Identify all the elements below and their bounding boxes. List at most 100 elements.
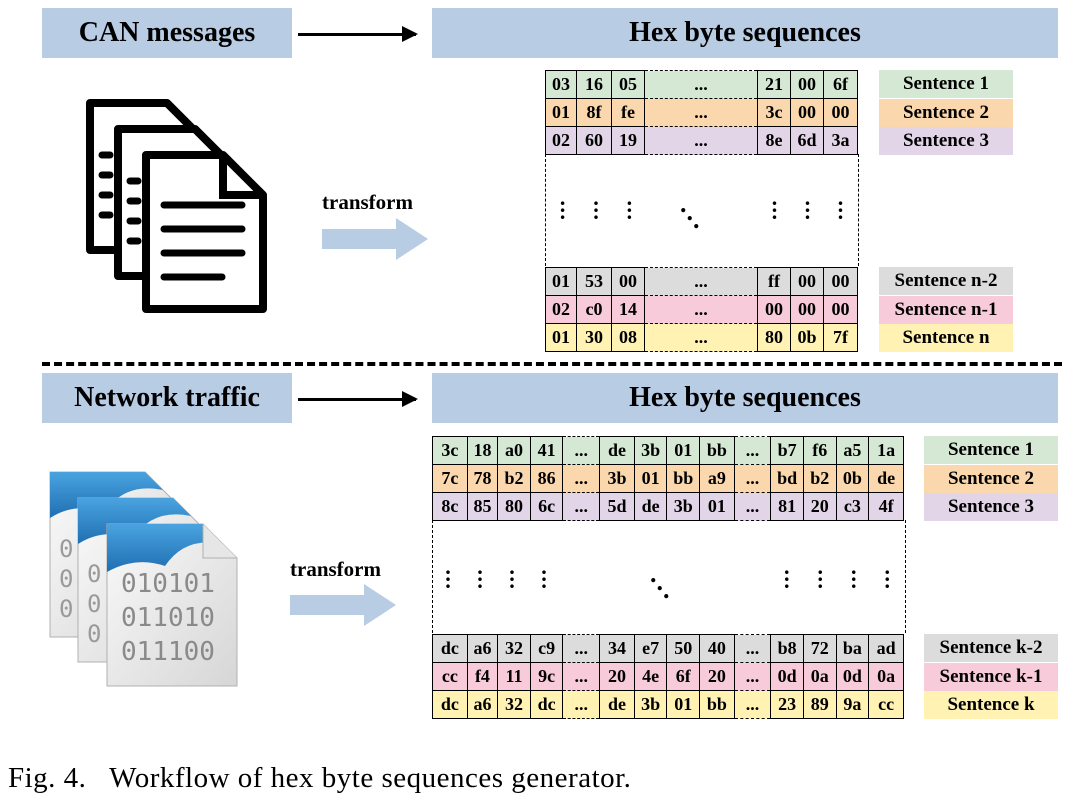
hex-byte-cell: b8 — [770, 634, 804, 663]
hex-byte-cell: a9 — [699, 464, 735, 493]
hex-byte-cell: de — [599, 690, 635, 719]
ellipsis-cell: ... — [562, 436, 601, 465]
hex-byte-cell: 3c — [432, 436, 468, 465]
can-vdots-left: ......... — [559, 185, 633, 224]
hex-byte-cell: 0b — [790, 323, 824, 352]
sentence-label: Sentence n-1 — [879, 295, 1013, 324]
hex-byte-cell: c0 — [576, 295, 612, 324]
hex-byte-cell: 8e — [757, 126, 791, 155]
hex-byte-cell: b2 — [802, 464, 837, 493]
hex-byte-cell: 6f — [666, 662, 701, 691]
hex-byte-cell: 08 — [611, 323, 645, 352]
network-hex-grid-middle — [432, 520, 906, 633]
hex-byte-cell: 01 — [545, 323, 577, 352]
hex-byte-cell: 19 — [611, 126, 645, 155]
hex-byte-cell: 0a — [802, 662, 837, 691]
hex-byte-cell: c9 — [529, 634, 564, 663]
hex-byte-cell: bb — [699, 436, 735, 465]
hex-byte-cell: dc — [432, 690, 468, 719]
hex-byte-cell: 0b — [835, 464, 870, 493]
hex-byte-cell: dc — [529, 690, 564, 719]
bottom-header-arrow — [298, 391, 418, 407]
hex-byte-cell: ad — [868, 634, 904, 663]
network-traffic-header: Network traffic — [42, 373, 292, 423]
hex-byte-cell: f6 — [802, 436, 837, 465]
hex-byte-cell: 3b — [633, 436, 668, 465]
hex-byte-cell: 4f — [868, 492, 904, 521]
hex-byte-cell: bd — [770, 464, 804, 493]
hex-byte-cell: 20 — [599, 662, 635, 691]
hex-byte-cell: 60 — [576, 126, 612, 155]
hex-byte-cell: 9a — [835, 690, 870, 719]
hex-byte-cell: 6d — [790, 126, 824, 155]
ellipsis-cell: ... — [733, 492, 772, 521]
hex-byte-cell: 14 — [611, 295, 645, 324]
ellipsis-cell: ... — [644, 98, 758, 127]
hex-byte-cell: b2 — [497, 464, 531, 493]
ellipsis-cell: ... — [562, 464, 601, 493]
network-diagonal-dots: . . . — [650, 559, 670, 604]
ellipsis-cell: ... — [644, 126, 758, 155]
sentence-label: Sentence 3 — [924, 493, 1058, 521]
hex-byte-cell: 7f — [823, 323, 858, 352]
sentence-label: Sentence 2 — [924, 464, 1058, 493]
hex-byte-cell: 7c — [432, 464, 468, 493]
bottom-transform-label: transform — [290, 557, 381, 581]
hex-byte-cell: 9c — [529, 662, 564, 691]
sentence-label: Sentence 2 — [879, 98, 1013, 127]
top-header-arrow — [298, 26, 418, 42]
sentence-label: Sentence 1 — [924, 436, 1058, 464]
hex-byte-cell: e7 — [633, 634, 668, 663]
hex-byte-cell: 3a — [823, 126, 858, 155]
hex-byte-cell: a6 — [466, 690, 499, 719]
documents-icon — [86, 99, 267, 313]
hex-byte-cell: 00 — [790, 98, 824, 127]
hex-byte-cell: 00 — [823, 267, 858, 296]
hex-byte-cell: f4 — [466, 662, 499, 691]
hex-byte-cell: bb — [699, 690, 735, 719]
hex-byte-cell: 00 — [790, 70, 824, 99]
hex-byte-cell: cc — [868, 690, 904, 719]
hex-byte-cell: 00 — [823, 98, 858, 127]
hex-byte-cell: 00 — [790, 267, 824, 296]
hex-byte-cell: 23 — [770, 690, 804, 719]
ellipsis-cell: ... — [644, 267, 758, 296]
hex-byte-cell: 32 — [497, 634, 531, 663]
ellipsis-cell: ... — [733, 662, 772, 691]
hex-byte-cell: bb — [666, 464, 701, 493]
hex-byte-cell: 01 — [666, 690, 701, 719]
svg-text:0: 0 — [87, 620, 101, 648]
ellipsis-cell: ... — [562, 690, 601, 719]
binary-line-1: 010101 — [121, 569, 215, 599]
sentence-label: Sentence k-1 — [924, 662, 1058, 691]
hex-byte-cell: de — [633, 492, 668, 521]
hex-byte-cell: 00 — [757, 295, 791, 324]
hex-byte-cell: de — [599, 436, 635, 465]
hex-byte-cell: 00 — [823, 295, 858, 324]
top-transform-label: transform — [322, 190, 413, 214]
can-messages-header: CAN messages — [42, 8, 292, 58]
top-hex-header: Hex byte sequences — [432, 8, 1058, 58]
hex-byte-cell: 03 — [545, 70, 577, 99]
hex-byte-cell: 85 — [466, 492, 499, 521]
svg-text:0: 0 — [87, 560, 101, 588]
hex-byte-cell: ba — [835, 634, 870, 663]
hex-byte-cell: 3b — [599, 464, 635, 493]
hex-byte-cell: 30 — [576, 323, 612, 352]
sentence-label: Sentence 1 — [879, 70, 1013, 98]
hex-byte-cell: 02 — [545, 126, 577, 155]
hex-byte-cell: 53 — [576, 267, 612, 296]
hex-byte-cell: 0d — [835, 662, 870, 691]
ellipsis-cell: ... — [562, 492, 601, 521]
top-transform-arrow — [322, 218, 428, 260]
hex-byte-cell: 20 — [802, 492, 837, 521]
hex-byte-cell: 16 — [576, 70, 612, 99]
hex-byte-cell: 80 — [497, 492, 531, 521]
sentence-label: Sentence k — [924, 691, 1058, 719]
hex-byte-cell: 3b — [633, 690, 668, 719]
